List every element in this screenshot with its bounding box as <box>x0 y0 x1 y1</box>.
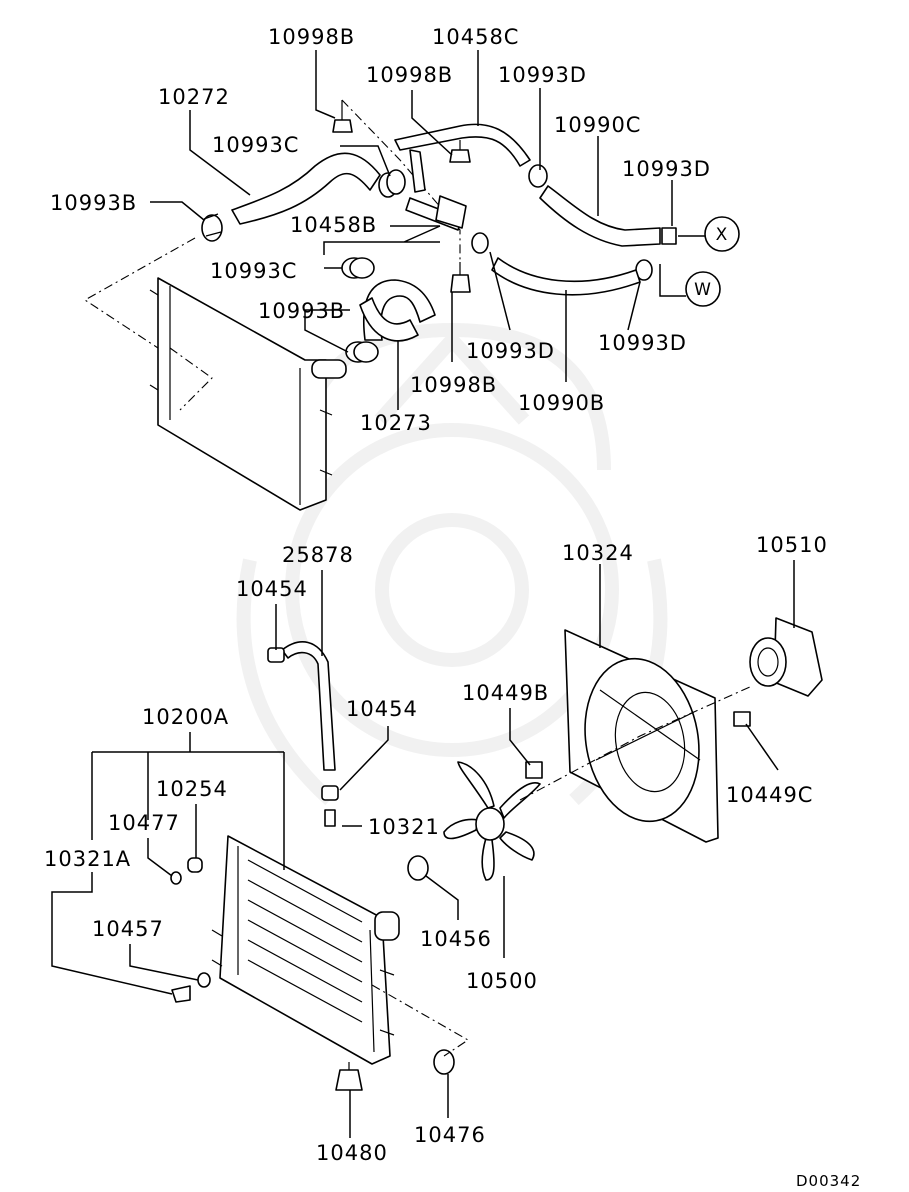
cap-10254 <box>187 857 203 873</box>
dash-line-bolt-10998B <box>341 99 461 262</box>
callout-x: X <box>704 216 740 252</box>
pipe-10458C <box>394 123 531 167</box>
label-10272: 10272 <box>158 85 230 109</box>
label-10480: 10480 <box>316 1141 388 1165</box>
label-10993B-top: 10993B <box>50 191 137 215</box>
pipe-riser <box>409 149 426 193</box>
label-10321A: 10321A <box>44 847 131 871</box>
label-10998B-low: 10998B <box>410 373 497 397</box>
upper-radiator <box>149 277 347 511</box>
label-10993C-top: 10993C <box>212 133 299 157</box>
nut-10456 <box>407 855 429 881</box>
drain-10477 <box>170 871 182 885</box>
label-10993D-top: 10993D <box>498 63 587 87</box>
clamp-10454-low <box>321 785 339 801</box>
label-10456: 10456 <box>420 927 492 951</box>
bolt-10480 <box>335 1062 363 1091</box>
clamp-10993D-c <box>471 232 489 254</box>
radiator-10200A <box>211 835 400 1065</box>
grommet-10476 <box>433 1049 455 1075</box>
dash-line-10993B-top <box>83 237 196 349</box>
label-10990B: 10990B <box>518 391 605 415</box>
label-10449C: 10449C <box>726 783 813 807</box>
callout-x-label: X <box>716 225 729 245</box>
bolt-10998B-top <box>332 100 353 133</box>
diagram-code: D00342 <box>796 1172 861 1187</box>
label-10993D-center: 10993D <box>466 339 555 363</box>
label-10993C-low: 10993C <box>210 259 297 283</box>
clamp-10993C-top <box>378 169 406 198</box>
label-10449B: 10449B <box>462 681 549 705</box>
label-25878: 25878 <box>282 543 354 567</box>
clamp-10993D-a <box>528 164 548 188</box>
clamp-10993B-top <box>201 213 223 242</box>
motor-10510 <box>749 617 823 697</box>
label-10990C: 10990C <box>554 113 641 137</box>
label-10321: 10321 <box>368 815 440 839</box>
label-10254: 10254 <box>156 777 228 801</box>
clamp-10993C-low <box>341 257 375 279</box>
label-10273: 10273 <box>360 411 432 435</box>
bolt-10321 <box>324 809 336 827</box>
clamp-10993B-low <box>345 341 379 363</box>
top-leader-lines <box>150 50 705 410</box>
label-10510: 10510 <box>756 533 828 557</box>
label-10993B-low: 10993B <box>258 299 345 323</box>
plug-10457 <box>197 972 211 988</box>
clamp-10993D-b <box>661 227 677 245</box>
bolt-10998B-low <box>450 262 471 293</box>
label-10458C: 10458C <box>432 25 519 49</box>
part-labels: 10998B 10458C 10998B 10993D 10272 10990C… <box>44 25 861 1190</box>
label-10454-top: 10454 <box>236 577 308 601</box>
label-10200A: 10200A <box>142 705 229 729</box>
label-10998B-mid: 10998B <box>366 63 453 87</box>
bracket-10458B <box>435 195 467 229</box>
label-10998B-top: 10998B <box>268 25 355 49</box>
bottom-leader-lines <box>51 560 795 1138</box>
callout-w: W <box>685 271 721 307</box>
label-10324: 10324 <box>562 541 634 565</box>
fan-10500 <box>443 761 541 881</box>
label-10500: 10500 <box>466 969 538 993</box>
shroud-10324 <box>564 629 719 843</box>
label-10993D-right: 10993D <box>622 157 711 181</box>
label-10993D-low-right: 10993D <box>598 331 687 355</box>
cock-10321A <box>171 985 191 1003</box>
hose-10273 <box>363 279 436 341</box>
clamp-10454-top <box>267 647 285 663</box>
label-10458B: 10458B <box>290 213 377 237</box>
label-10454-low: 10454 <box>346 697 418 721</box>
hose-10990B <box>491 257 641 296</box>
screw-10449C <box>733 711 751 727</box>
bolt-10998B-mid <box>449 140 471 163</box>
screw-10449B <box>525 761 543 779</box>
label-10476: 10476 <box>414 1123 486 1147</box>
hose-10272 <box>231 152 381 225</box>
hose-10273-elbow <box>359 297 419 342</box>
hose-25878 <box>281 641 336 771</box>
label-10477: 10477 <box>108 811 180 835</box>
label-10457: 10457 <box>92 917 164 941</box>
callout-w-label: W <box>694 280 712 300</box>
hose-10990C <box>539 185 661 247</box>
dash-line-fan <box>519 685 753 801</box>
